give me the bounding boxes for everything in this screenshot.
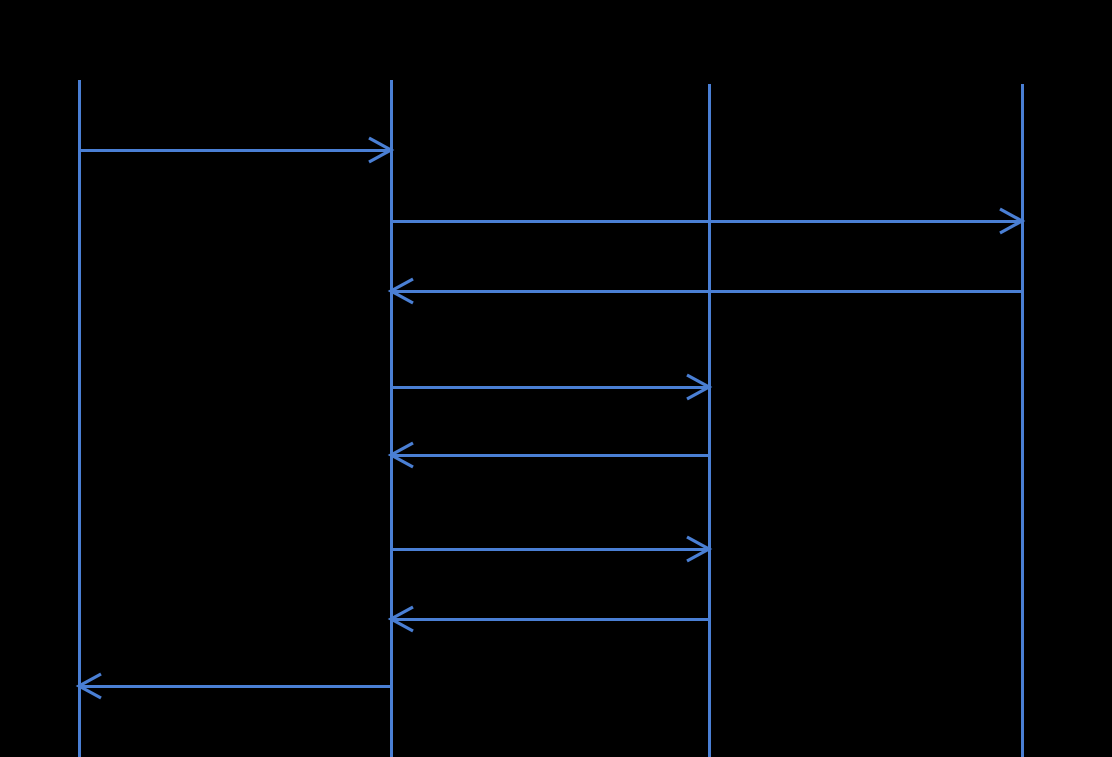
lifeline-1[interactable] [78, 80, 81, 757]
message-arrow-5[interactable] [391, 454, 709, 457]
message-arrow-6[interactable] [391, 548, 709, 551]
message-arrow-3[interactable] [391, 290, 1022, 293]
lifeline-2[interactable] [390, 80, 393, 757]
message-arrow-7[interactable] [391, 618, 709, 621]
message-arrow-2[interactable] [391, 220, 1022, 223]
message-arrow-4[interactable] [391, 386, 709, 389]
message-arrow-8[interactable] [79, 685, 391, 688]
message-arrow-1[interactable] [79, 149, 391, 152]
lifeline-4[interactable] [1021, 84, 1024, 757]
lifeline-3[interactable] [708, 84, 711, 757]
